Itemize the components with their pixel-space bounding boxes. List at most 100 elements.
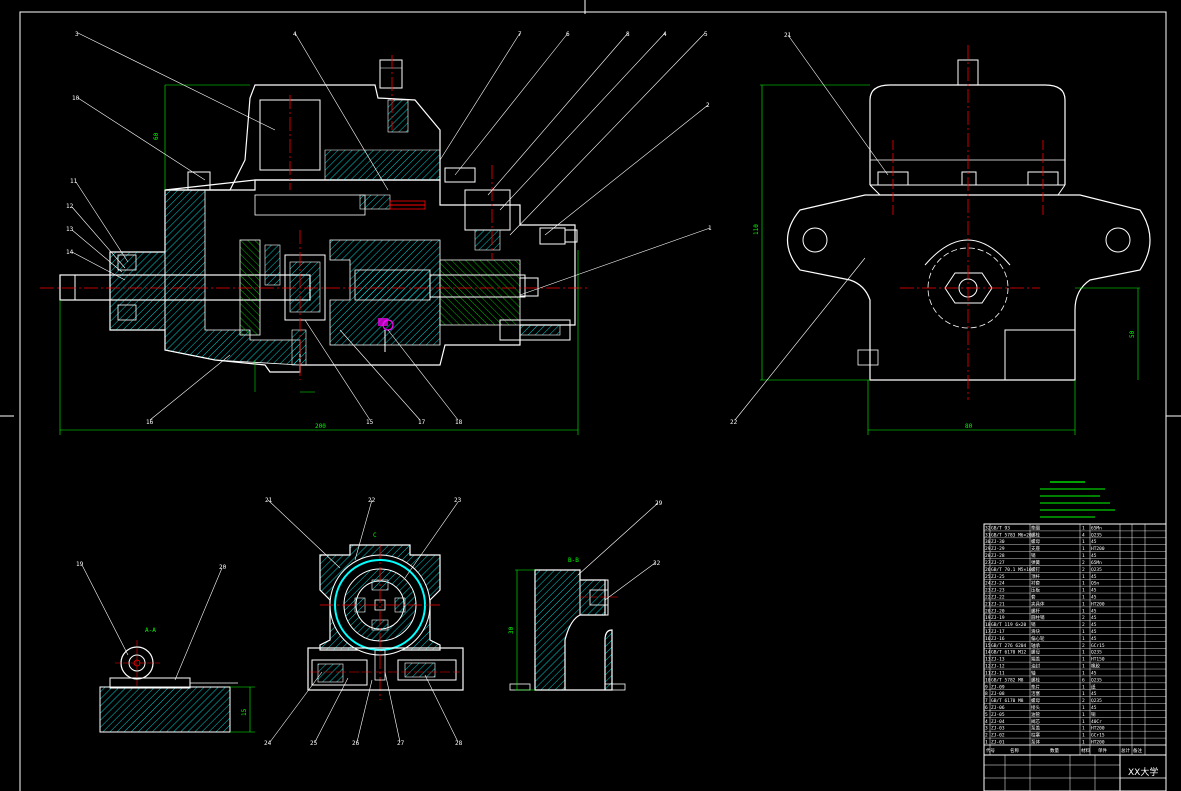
balloon-3: 3	[75, 31, 79, 38]
bom-cell: 17	[985, 629, 991, 635]
dim-side-height: 110	[753, 224, 760, 235]
bom-cell: 轴	[1031, 669, 1036, 676]
bom-cell: 15	[985, 643, 991, 649]
bom-cell: QSn	[1091, 581, 1099, 587]
bom-cell: 1	[1082, 657, 1085, 663]
bom-cell: 26	[985, 567, 991, 573]
bom-cell: 4	[985, 719, 988, 725]
side-view: 110 80 50 21 22	[730, 32, 1151, 435]
balloon-4a: 4	[293, 31, 297, 38]
bom-cell: ZJ-24	[991, 581, 1005, 587]
bom-cell: 顶杆	[1031, 573, 1040, 580]
bom-cell: 垫片	[1031, 683, 1040, 690]
bom-cell: 45	[1091, 622, 1097, 628]
bom-cell: 6	[1082, 677, 1085, 683]
bom-cell: 32	[985, 525, 991, 531]
bom-cell: Q235	[1091, 650, 1102, 656]
balloon-6: 6	[566, 31, 570, 38]
bom-cell: 65Mn	[1091, 560, 1102, 566]
bom-cell: ZJ-28	[991, 553, 1005, 559]
bom-cell: ZJ-01	[991, 740, 1005, 746]
school-name: XX大学	[1128, 766, 1158, 778]
bom-cell: 31	[985, 532, 991, 538]
bom-cell: 45	[1091, 539, 1097, 545]
bom-cell: 活塞	[1031, 690, 1040, 697]
bom-cell: 29	[985, 546, 991, 552]
bom-cell: 19	[985, 615, 991, 621]
bom-cell: ZJ-11	[991, 670, 1005, 676]
bom-cell: 11	[985, 670, 991, 676]
bom-cell: 1	[1082, 664, 1085, 670]
main-section-view: 200 60	[40, 55, 590, 435]
bom-header-cell: 备注	[1133, 747, 1142, 754]
bom-cell: 销	[1031, 552, 1036, 559]
bom-cell: 螺钉	[1031, 566, 1040, 573]
view-center-label: C	[373, 532, 377, 539]
bom-cell: ZJ-25	[991, 574, 1005, 580]
bom-header-cell: 数量	[1050, 747, 1059, 754]
bom-cell: GCr15	[1091, 643, 1105, 649]
balloon-13: 13	[66, 226, 74, 233]
bom-cell: 30	[985, 539, 991, 545]
bom-cell: GB/T 5782 M8	[991, 677, 1024, 683]
bom-cell: 橡胶	[1091, 663, 1100, 670]
bom-cell: 套	[1031, 593, 1036, 600]
bom-cell: 2	[985, 733, 988, 739]
bom-cell: 1	[1082, 629, 1085, 635]
bom-cell: ZJ-20	[991, 608, 1005, 614]
bom-cell: 1	[1082, 636, 1085, 642]
balloon-1: 1	[708, 225, 712, 232]
balloon-27: 27	[397, 740, 405, 747]
bom-cell: 2	[1082, 622, 1085, 628]
bom-cell: 14	[985, 650, 991, 656]
bom-cell: 12	[985, 664, 991, 670]
bom-cell: 1	[1082, 574, 1085, 580]
bom-cell: 24	[985, 581, 991, 587]
balloon-25: 25	[310, 740, 318, 747]
bom-cell: 10	[985, 677, 991, 683]
bom-cell: 45	[1091, 629, 1097, 635]
balloon-18: 18	[455, 419, 463, 426]
bom-cell: 20	[985, 608, 991, 614]
bom-cell: 45	[1091, 705, 1097, 711]
bom-cell: 45	[1091, 636, 1097, 642]
bom-cell: 45	[1091, 594, 1097, 600]
bom-cell: ZJ-17	[991, 629, 1005, 635]
bom-cell: 支座	[1031, 545, 1040, 552]
bom-cell: 2	[1082, 567, 1085, 573]
bom-cell: ZJ-06	[991, 705, 1005, 711]
balloon-14: 14	[66, 249, 74, 256]
bom-cell: 22	[985, 594, 991, 600]
bom-cell: 阀芯	[1031, 718, 1040, 725]
bom-cell: Q235	[1091, 567, 1102, 573]
bom-cell: 螺母	[1031, 649, 1040, 656]
bom-cell: 9	[985, 684, 988, 690]
bom-cell: ZJ-21	[991, 601, 1005, 607]
bom-cell: 偏心轮	[1031, 635, 1045, 642]
bom-cell: 3	[985, 726, 988, 732]
main-leaders	[71, 32, 711, 421]
bom-cell: HT200	[1091, 740, 1105, 746]
bom-cell: 25	[985, 574, 991, 580]
bom-cell: GB/T 5783 M6×20	[991, 532, 1032, 538]
bom-cell: 2	[1082, 698, 1085, 704]
bom-cell: 1	[1082, 691, 1085, 697]
dim-side-right: 50	[1129, 330, 1136, 338]
bom-cell: 1	[1082, 684, 1085, 690]
technical-requirements	[1040, 481, 1115, 518]
bom-cell: 1	[1082, 546, 1085, 552]
bom-cell: Q235	[1091, 677, 1102, 683]
balloon-15: 15	[366, 419, 374, 426]
bom-cell: GB/T 93	[991, 525, 1010, 531]
bom-cell: 1	[1082, 581, 1085, 587]
bom-cell: 纸	[1091, 683, 1096, 690]
balloon-23: 23	[454, 497, 462, 504]
bom-cell: 45	[1091, 588, 1097, 594]
bom-cell: 21	[985, 601, 991, 607]
bom-cell: 65Mn	[1091, 525, 1102, 531]
bom-cell: HT200	[1091, 726, 1105, 732]
bom-cell: 螺母	[1031, 697, 1040, 704]
bom-cell: ZJ-05	[991, 712, 1005, 718]
bom-cell: ZJ-13	[991, 657, 1005, 663]
